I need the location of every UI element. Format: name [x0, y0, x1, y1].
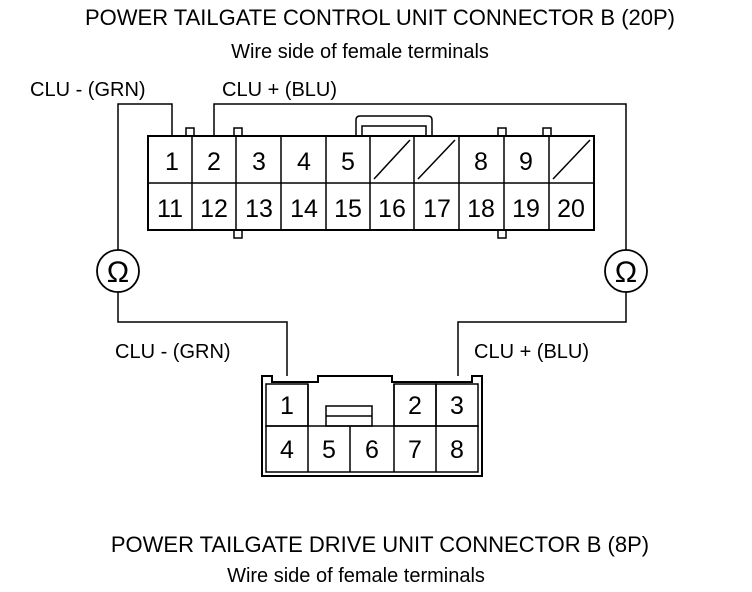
wire-blu-top — [213, 103, 627, 250]
top-connector-title: POWER TAILGATE CONTROL UNIT CONNECTOR B … — [85, 5, 675, 30]
terminal-8p-6: 6 — [365, 436, 379, 464]
terminal-20p-4: 4 — [297, 148, 311, 176]
terminal-8p-3: 3 — [450, 392, 464, 420]
top-connector-subtitle: Wire side of female terminals — [231, 41, 489, 63]
terminal-20p-2: 2 — [207, 148, 221, 176]
bottom-label-clu-plus: CLU + (BLU) — [474, 341, 589, 363]
connector-20p-bump — [233, 229, 243, 239]
terminal-20p-15: 15 — [334, 195, 362, 223]
unused-cavity-10 — [552, 139, 591, 180]
terminal-8p-7: 7 — [408, 436, 422, 464]
terminal-20p-9: 9 — [519, 148, 533, 176]
terminal-20p-13: 13 — [245, 195, 273, 223]
top-label-clu-plus: CLU + (BLU) — [222, 79, 337, 101]
connector-20p-grid — [148, 136, 594, 230]
connector-20p-bump — [497, 229, 507, 239]
terminal-8p-5: 5 — [322, 436, 336, 464]
terminal-20p-12: 12 — [200, 195, 228, 223]
terminal-20p-3: 3 — [252, 148, 266, 176]
terminal-20p-17: 17 — [423, 195, 451, 223]
unused-cavity-7 — [417, 139, 456, 180]
bottom-connector-subtitle: Wire side of female terminals — [227, 565, 485, 587]
connector-20p-bump — [497, 127, 507, 137]
connector-20p-bump — [542, 127, 552, 137]
terminal-20p-14: 14 — [290, 195, 318, 223]
unused-cavity-6 — [373, 139, 411, 180]
ohm-icon: Ω — [107, 256, 129, 289]
terminal-20p-8: 8 — [474, 148, 488, 176]
connector-20p: 1 2 3 4 5 8 9 11 12 13 14 15 16 17 18 19… — [147, 115, 595, 239]
ohmmeter-left: Ω — [96, 249, 140, 293]
terminal-20p-20: 20 — [557, 195, 585, 223]
ohmmeter-right-circle — [604, 249, 648, 293]
wire-grn-top — [117, 103, 173, 250]
terminal-20p-19: 19 — [512, 195, 540, 223]
connector-8p: 1 2 3 4 5 6 7 8 — [261, 375, 483, 477]
connector-20p-lock-inner — [361, 125, 427, 136]
connector-8p-grid — [265, 383, 479, 473]
ohmmeter-left-circle — [96, 249, 140, 293]
wiring — [117, 103, 627, 376]
wire-grn-bottom — [117, 292, 288, 376]
terminal-20p-16: 16 — [378, 195, 406, 223]
terminal-20p-11: 11 — [157, 195, 183, 223]
connector-20p-bump — [233, 127, 243, 137]
terminal-20p-18: 18 — [467, 195, 495, 223]
ohmmeter-right: Ω — [604, 249, 648, 293]
bottom-connector-title: POWER TAILGATE DRIVE UNIT CONNECTOR B (8… — [111, 532, 649, 557]
terminal-8p-8: 8 — [450, 436, 464, 464]
terminal-8p-4: 4 — [280, 436, 294, 464]
top-label-clu-minus: CLU - (GRN) — [30, 79, 146, 101]
terminal-8p-2: 2 — [408, 392, 422, 420]
connector-20p-bump — [185, 127, 195, 137]
terminal-20p-1: 1 — [165, 148, 179, 176]
wire-blu-bottom — [457, 292, 627, 376]
terminal-8p-1: 1 — [280, 392, 294, 420]
ohm-icon: Ω — [615, 256, 637, 289]
terminal-20p-5: 5 — [341, 148, 355, 176]
bottom-label-clu-minus: CLU - (GRN) — [115, 341, 231, 363]
